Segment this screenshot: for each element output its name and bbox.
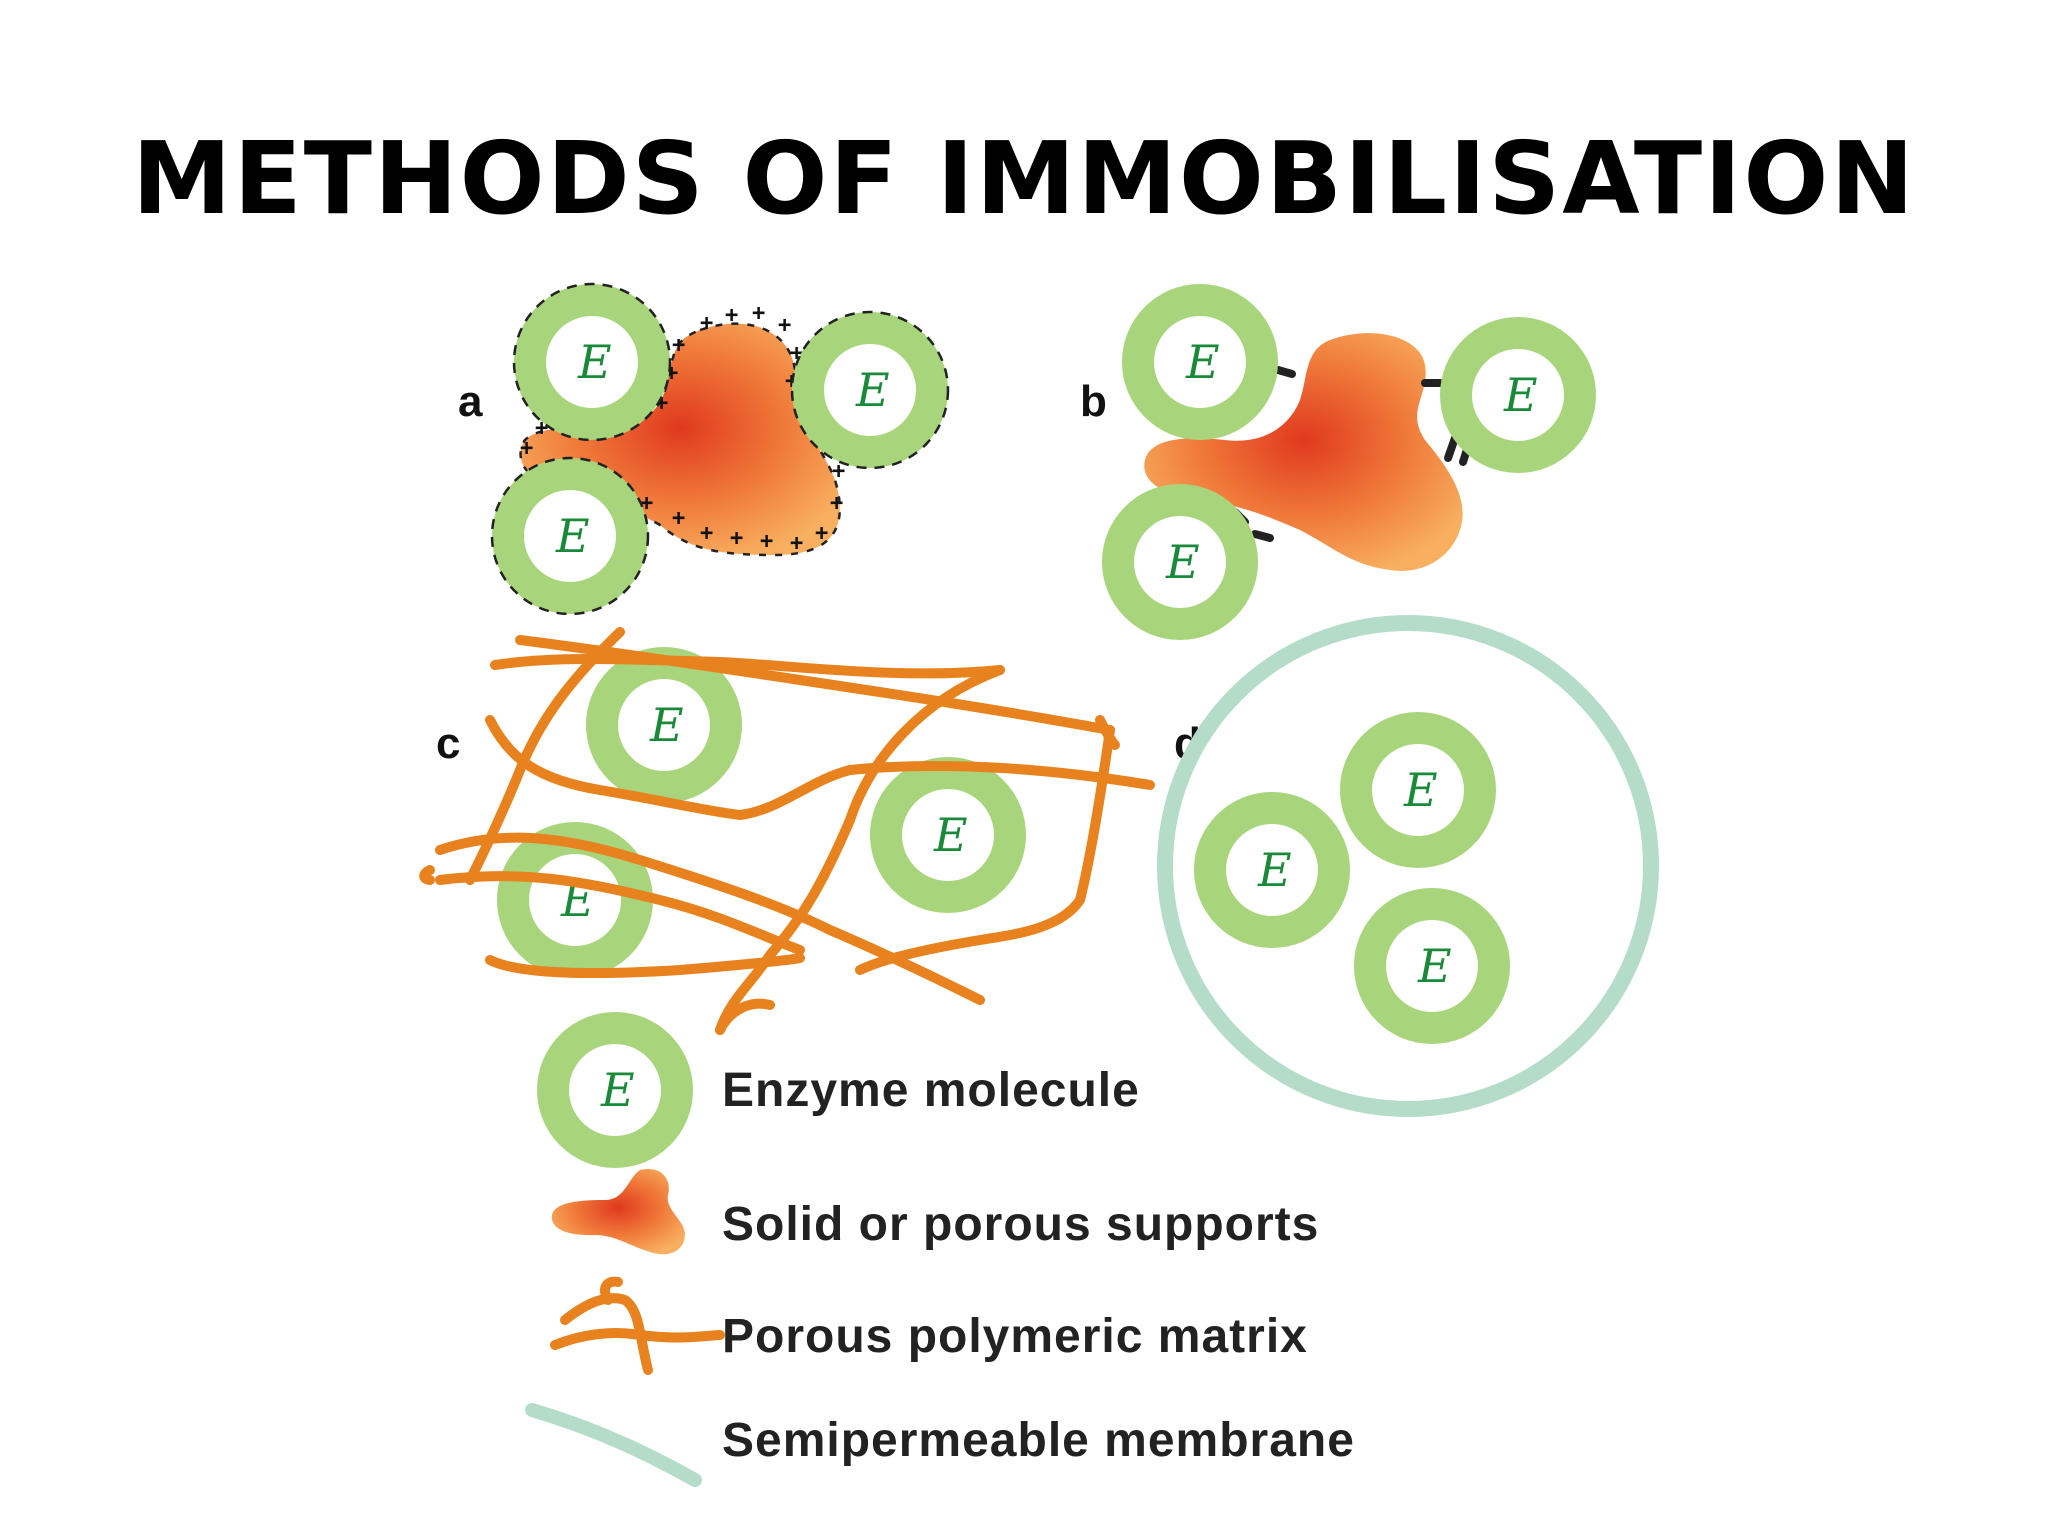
- panel-a: a +++ +++ +++ +++ +++ +++ +++ +++ +++ + …: [458, 282, 950, 616]
- panel-b: b E E E: [1080, 284, 1596, 640]
- legend-item-matrix: Porous polymeric matrix: [550, 1276, 1308, 1375]
- legend-label-support: Solid or porous supports: [722, 1198, 1319, 1251]
- support-icon: [551, 1169, 685, 1255]
- svg-text:+: +: [830, 491, 843, 516]
- svg-text:+: +: [672, 333, 685, 358]
- svg-text:E: E: [577, 335, 612, 389]
- svg-text:E: E: [1503, 368, 1538, 422]
- enzyme-b2: E: [1440, 317, 1596, 473]
- panel-b-label: b: [1080, 377, 1107, 426]
- svg-text:E: E: [1257, 843, 1292, 897]
- matrix-icon: [550, 1276, 725, 1375]
- svg-text:E: E: [1417, 939, 1452, 993]
- svg-text:+: +: [832, 459, 845, 484]
- panel-d: d E E E: [1157, 615, 1659, 1117]
- svg-text:E: E: [933, 808, 968, 862]
- legend-item-membrane: Semipermeable membrane: [525, 1403, 1355, 1487]
- membrane-d: [1157, 615, 1659, 1117]
- svg-text:+: +: [672, 506, 685, 531]
- legend-label-enzyme: Enzyme molecule: [722, 1064, 1140, 1117]
- enzyme-d3: E: [1354, 888, 1510, 1044]
- svg-text:+: +: [752, 301, 765, 326]
- svg-text:+: +: [815, 521, 828, 546]
- legend-label-matrix: Porous polymeric matrix: [722, 1310, 1308, 1363]
- svg-text:+: +: [700, 311, 713, 336]
- legend-item-enzyme: E Enzyme molecule: [537, 1012, 1140, 1168]
- svg-text:E: E: [1185, 335, 1220, 389]
- svg-text:+: +: [520, 436, 533, 461]
- svg-text:+: +: [760, 529, 773, 554]
- svg-text:E: E: [855, 363, 890, 417]
- enzyme-b1: E: [1122, 284, 1278, 440]
- enzyme-b3: E: [1102, 484, 1258, 640]
- enzyme-icon: E: [537, 1012, 693, 1168]
- membrane-icon: [525, 1403, 702, 1487]
- svg-text:+: +: [700, 521, 713, 546]
- svg-text:E: E: [555, 509, 590, 563]
- svg-text:E: E: [649, 698, 684, 752]
- svg-text:+: +: [778, 313, 791, 338]
- svg-text:E: E: [1165, 535, 1200, 589]
- svg-text:E: E: [600, 1063, 635, 1117]
- enzyme-c1: E: [586, 647, 742, 803]
- enzyme-d2: E: [1194, 792, 1350, 948]
- page-title: METHODS OF IMMOBILISATION: [131, 120, 1917, 237]
- enzyme-a2: E: [790, 310, 950, 470]
- legend: E Enzyme molecule Solid or porous suppor…: [525, 1012, 1355, 1487]
- enzyme-c2: E: [870, 757, 1026, 913]
- support-b: [1144, 333, 1463, 571]
- enzyme-a1: E: [512, 282, 672, 442]
- panel-c: c E E E: [419, 627, 1155, 1035]
- svg-text:+: +: [730, 526, 743, 551]
- enzyme-a3: E: [490, 456, 650, 616]
- panel-a-label: a: [458, 377, 483, 426]
- svg-text:+: +: [725, 303, 738, 328]
- svg-text:E: E: [1403, 763, 1438, 817]
- polymer-matrix-c: [419, 627, 1155, 1035]
- legend-item-support: Solid or porous supports: [551, 1169, 1319, 1255]
- legend-label-membrane: Semipermeable membrane: [722, 1414, 1355, 1467]
- svg-text:+: +: [790, 531, 803, 556]
- panel-c-label: c: [436, 719, 460, 768]
- enzyme-d1: E: [1340, 712, 1496, 868]
